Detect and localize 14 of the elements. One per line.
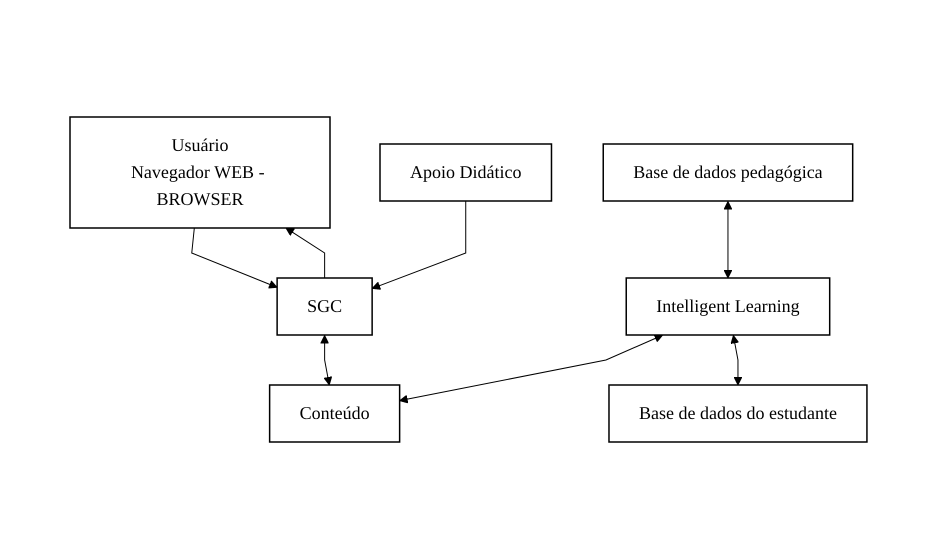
arrow — [372, 200, 466, 290]
node-box: Base de dados pedagógica — [602, 142, 854, 202]
arrow — [286, 227, 326, 278]
arrow — [320, 334, 332, 385]
arrow — [191, 227, 278, 288]
node-box: SGC — [276, 276, 373, 336]
node-box: Usuário Navegador WEB - BROWSER — [69, 116, 331, 228]
node-box: Intelligent Learning — [626, 276, 830, 336]
node-box: Apoio Didático — [379, 142, 552, 202]
arrow — [724, 200, 732, 278]
node-box: Base de dados do estudante — [608, 384, 868, 442]
node-box: Conteúdo — [268, 384, 400, 442]
arrow — [399, 334, 664, 403]
arrow — [730, 334, 742, 385]
